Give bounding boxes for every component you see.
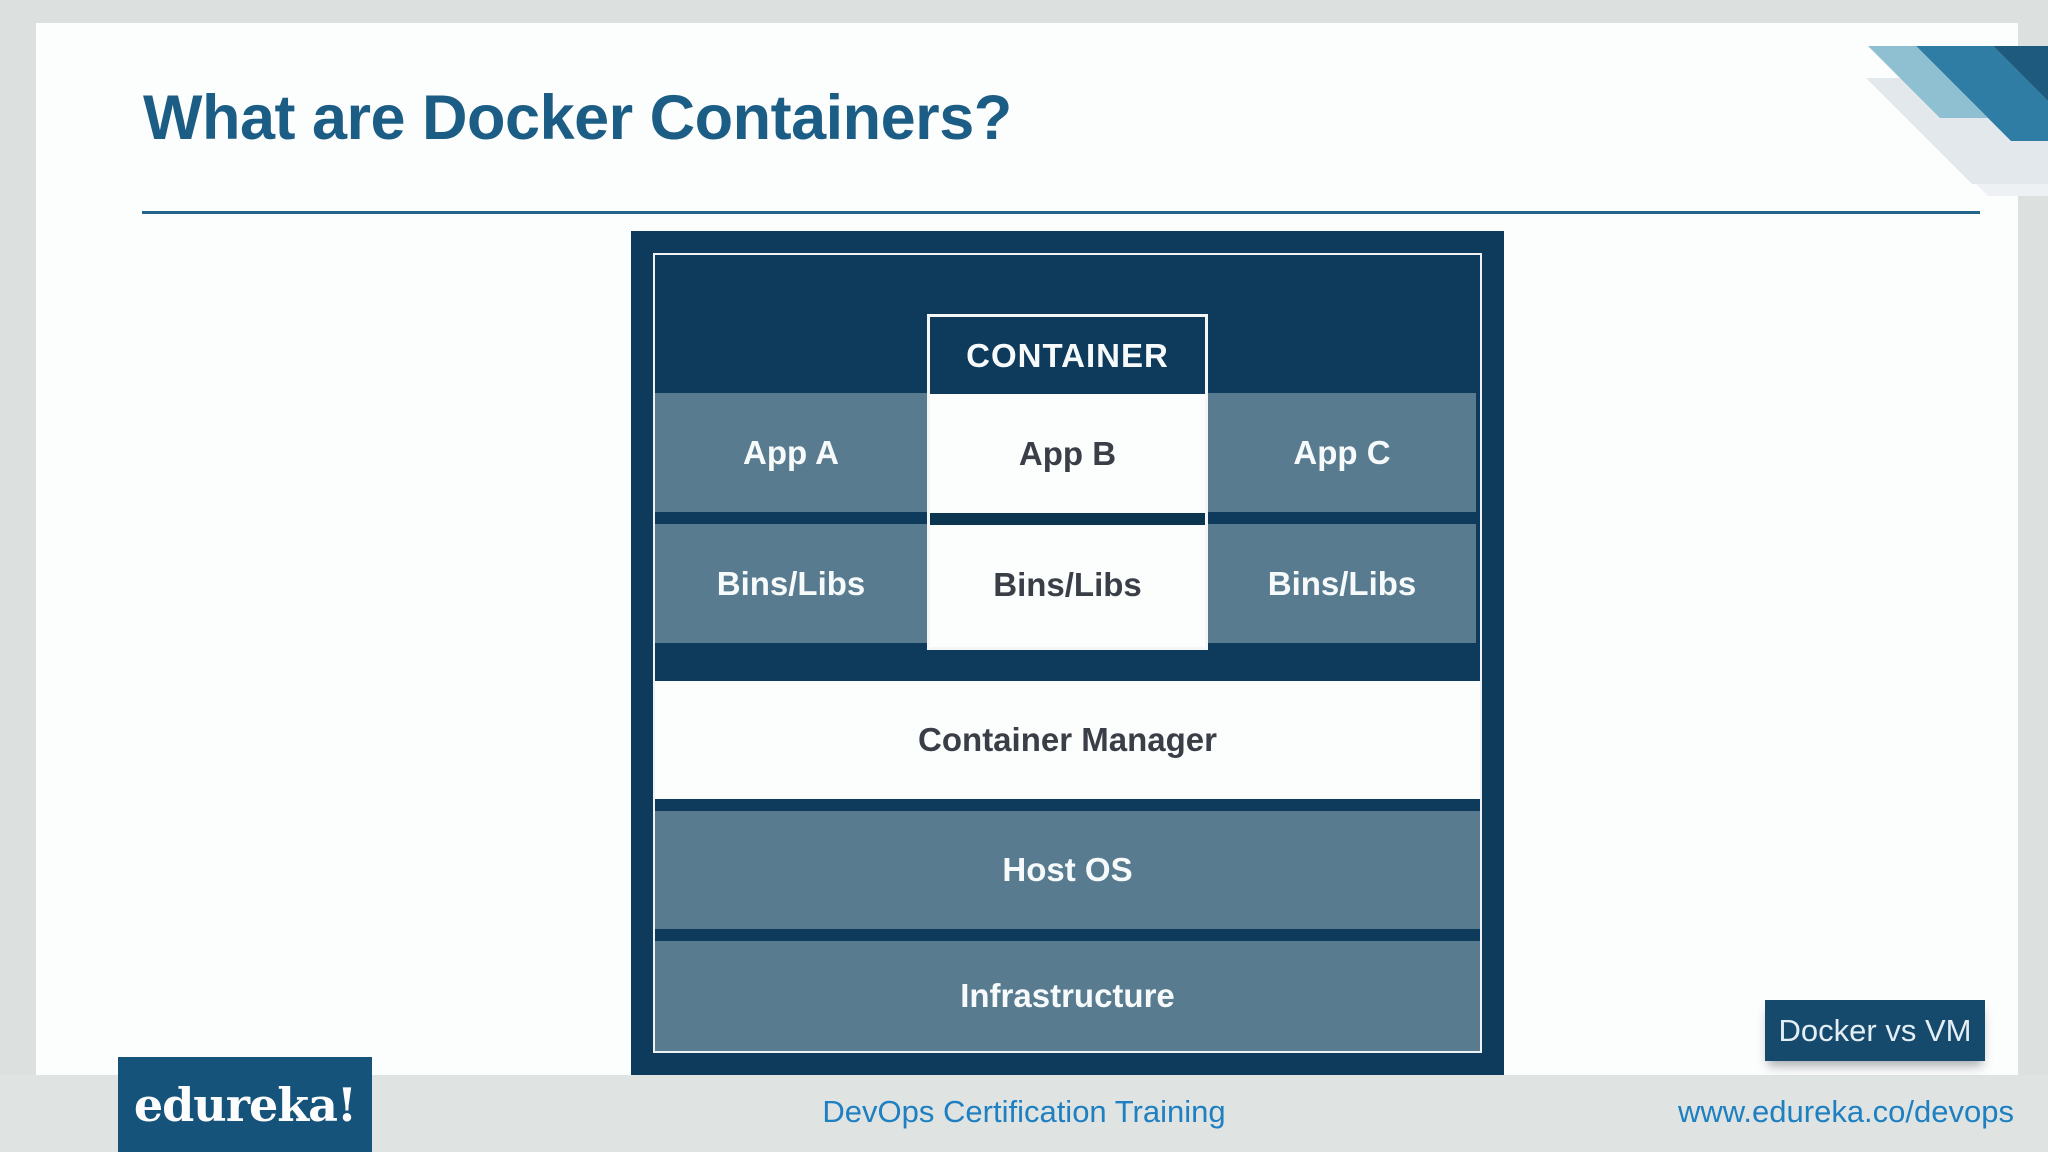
page-title: What are Docker Containers? [143, 83, 1012, 153]
cell-bins-c: Bins/Libs [1208, 524, 1476, 643]
layer-container-manager: Container Manager [655, 681, 1480, 799]
row-separator [930, 513, 1205, 525]
slide-canvas: What are Docker Containers? App A Bins/L… [36, 23, 2048, 1075]
corner-accent-graphic [1866, 46, 2048, 196]
cell-app-a: App A [655, 393, 927, 512]
footer-url-link[interactable]: www.edureka.co/devops [1677, 1094, 2014, 1129]
title-underline [142, 211, 1980, 214]
edureka-logo: edureka! [118, 1057, 372, 1152]
cell-bins-b: Bins/Libs [930, 525, 1205, 644]
footer-course-title: DevOps Certification Training [822, 1094, 1226, 1129]
layer-host-os: Host OS [655, 811, 1480, 929]
diagram-inner-frame: App A Bins/Libs App C Bins/Libs CONTAINE… [653, 253, 1482, 1053]
cell-app-c: App C [1208, 393, 1476, 512]
docker-architecture-diagram: App A Bins/Libs App C Bins/Libs CONTAINE… [631, 231, 1504, 1075]
docker-vs-vm-button[interactable]: Docker vs VM [1765, 1000, 1985, 1061]
cell-app-b: App B [930, 394, 1205, 513]
layer-infrastructure: Infrastructure [655, 941, 1480, 1051]
cell-bins-a: Bins/Libs [655, 524, 927, 643]
edureka-logo-text: edureka! [133, 1077, 357, 1132]
container-box: CONTAINER App B Bins/Libs [927, 314, 1208, 650]
container-label: CONTAINER [930, 317, 1205, 394]
